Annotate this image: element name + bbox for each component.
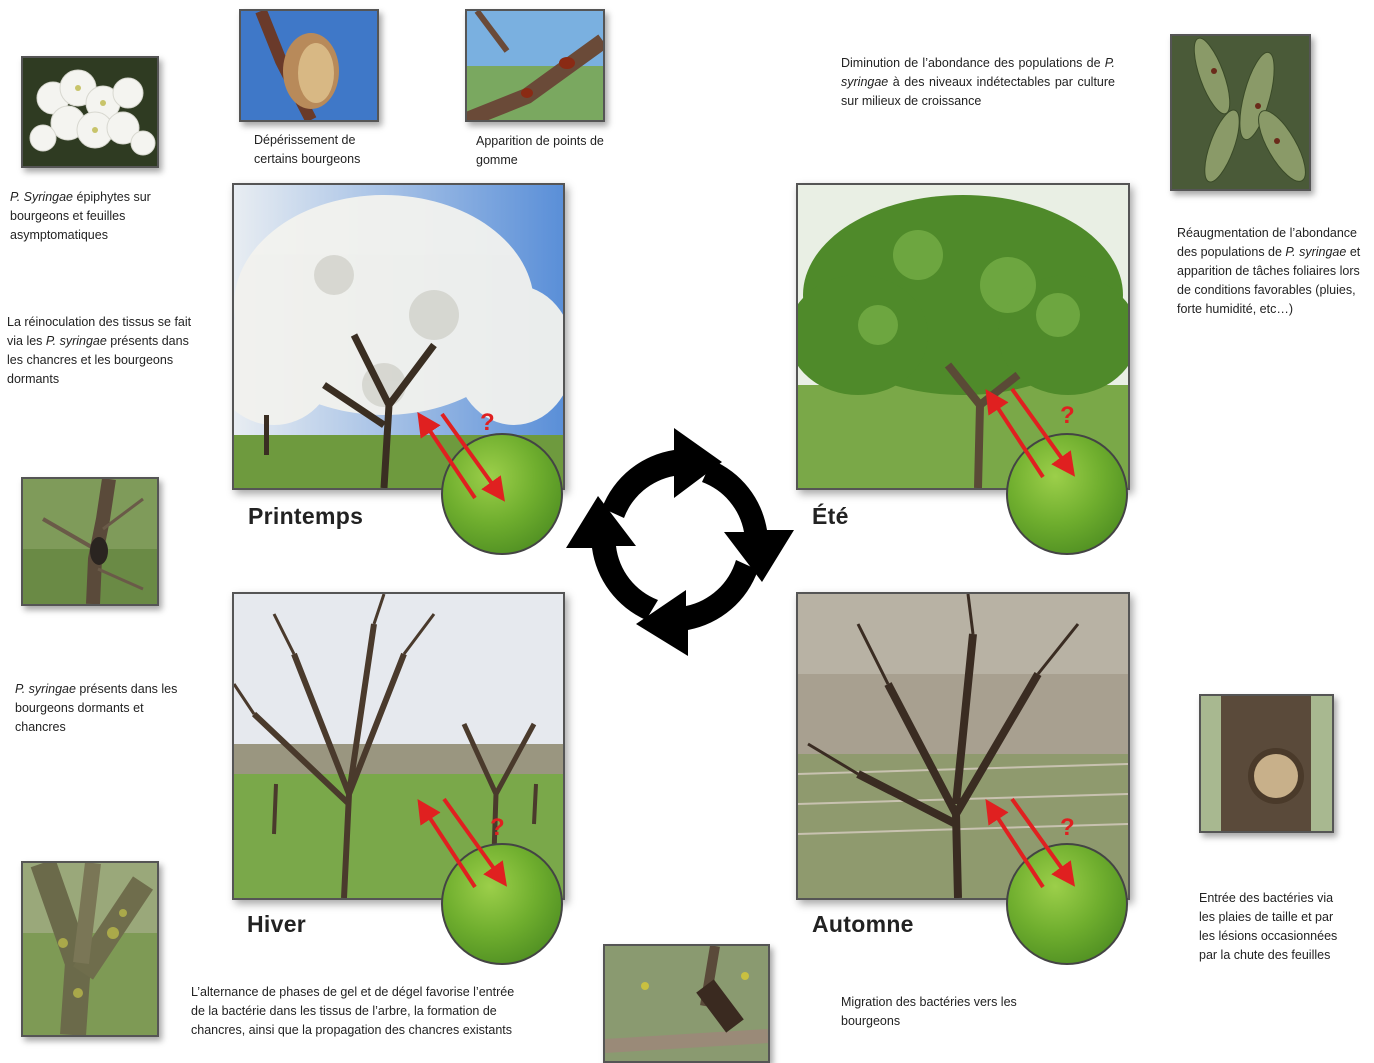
season-label-winter: Hiver (247, 911, 307, 937)
winter-exchange-arrows (417, 797, 507, 889)
winter-question-mark: ? (490, 814, 505, 841)
bud-dieback-note: Dépérissement de certains bourgeons (254, 133, 361, 166)
season-label-spring: Printemps (248, 503, 364, 529)
canker-branch-thumbnail (21, 477, 159, 606)
gum-note: Apparition de points de gomme (476, 134, 604, 167)
mossy-trunk-thumbnail (21, 861, 159, 1037)
summer-photo (796, 183, 1130, 490)
migration-note: Migration des bactéries vers les bourgeo… (841, 995, 1017, 1028)
epiphytes-note: P. Syringae épiphytes sur bourgeons et f… (10, 190, 151, 242)
freeze-thaw-note: L’alternance de phases de gel et de dége… (191, 985, 515, 1037)
autumn-question-mark: ? (1060, 814, 1075, 841)
pruning-wound-thumbnail (1199, 694, 1334, 833)
reinoculation-note: La réinoculation des tissus se fait via … (7, 315, 192, 386)
spring-grass-inset (441, 433, 563, 555)
winter-photo (232, 592, 565, 900)
decrease-note: Diminution de l’abondance des population… (841, 56, 1115, 108)
dormant-note: P. syringae présents dans les bourgeons … (15, 682, 178, 734)
bud-dieback-thumbnail (239, 9, 379, 122)
seasonal-cycle-arrows (566, 428, 794, 656)
entry-note: Entrée des bactéries via les plaies de t… (1199, 891, 1338, 962)
winter-canker-thumbnail (603, 944, 770, 1063)
season-label-summer: Été (812, 503, 849, 529)
summer-exchange-arrows (985, 387, 1075, 479)
season-label-autumn: Automne (812, 911, 914, 937)
spring-photo (232, 183, 565, 490)
spring-question-mark: ? (480, 409, 495, 436)
gum-spots-thumbnail (465, 9, 605, 122)
spring-exchange-arrows (417, 412, 505, 502)
blossom-thumbnail (21, 56, 159, 168)
leaf-spots-thumbnail (1170, 34, 1311, 191)
summer-question-mark: ? (1060, 402, 1075, 429)
increase-note: Réaugmentation de l’abondance des popula… (1177, 226, 1361, 316)
autumn-exchange-arrows (985, 797, 1075, 889)
